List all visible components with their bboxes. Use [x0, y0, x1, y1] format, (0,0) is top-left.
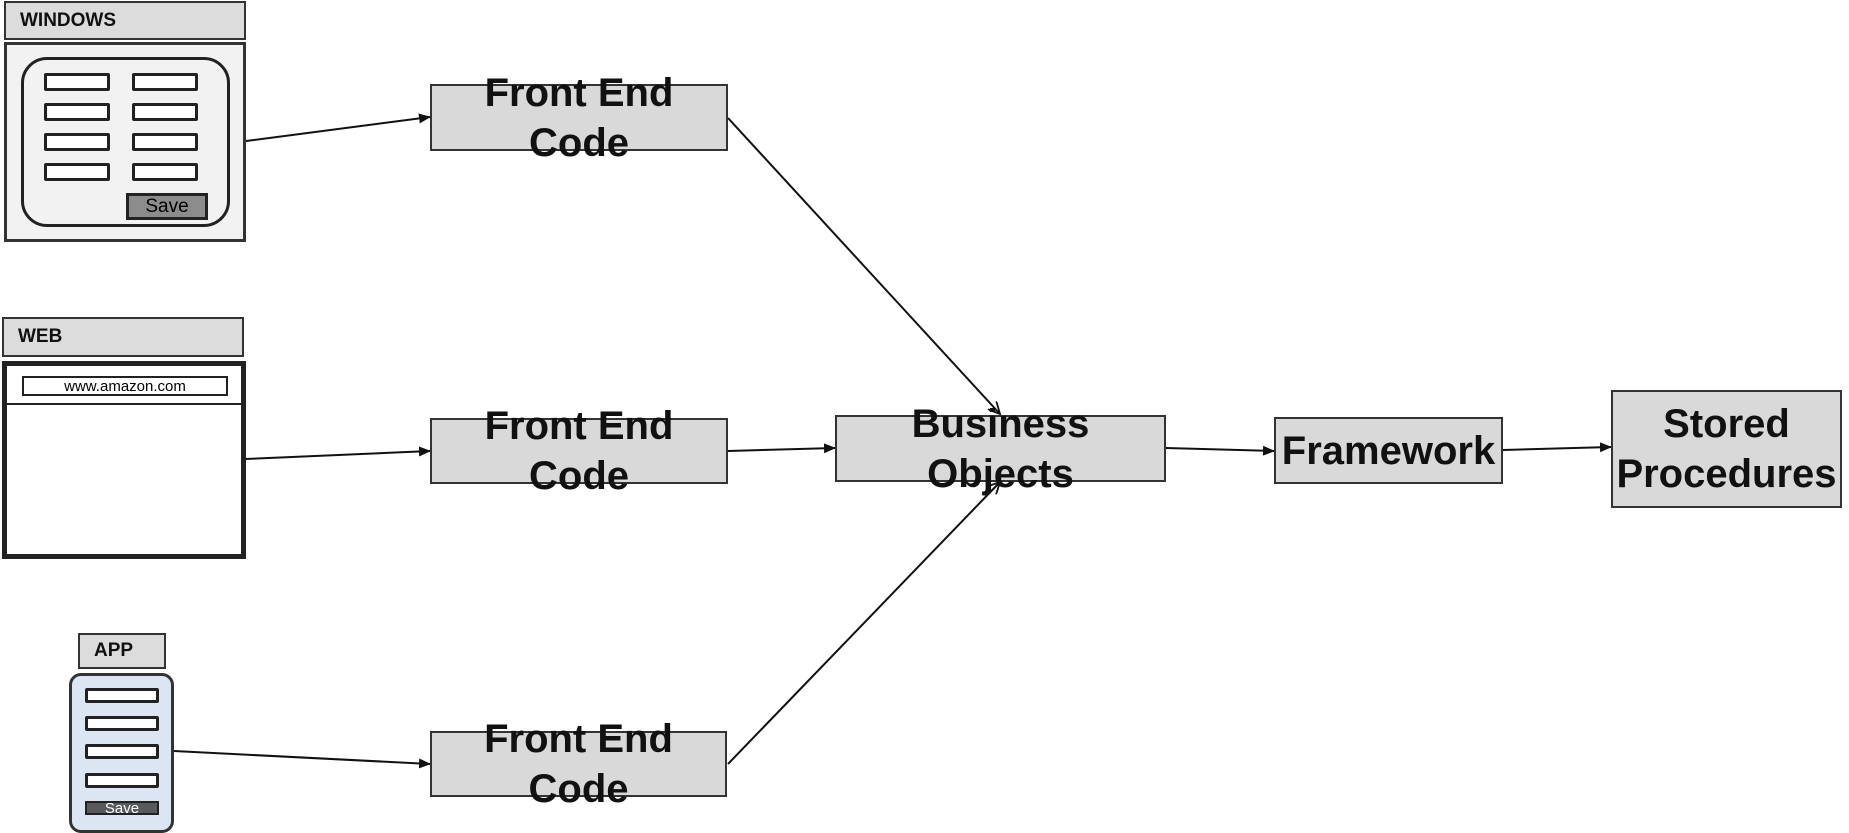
- app-form-field[interactable]: [85, 744, 159, 759]
- front-end-code-box-windows: Front End Code: [430, 71, 728, 165]
- arrow-business-to-framework: [1165, 445, 1275, 456]
- app-device-frame: Save: [69, 673, 174, 833]
- app-form-field[interactable]: [85, 773, 159, 788]
- windows-form-field[interactable]: [132, 133, 198, 151]
- windows-form-field[interactable]: [44, 133, 110, 151]
- windows-form-field[interactable]: [44, 163, 110, 181]
- windows-form-field[interactable]: [132, 163, 198, 181]
- windows-form-field[interactable]: [132, 103, 198, 121]
- app-save-button[interactable]: Save: [85, 800, 159, 817]
- front-end-code-box-app: Front End Code: [430, 717, 727, 811]
- stored-procedures-line-2: Procedures: [1616, 452, 1837, 496]
- web-browser-window: www.amazon.com: [2, 361, 246, 559]
- stored-procedures-line-1: Stored: [1663, 402, 1790, 446]
- windows-form-panel: Save: [21, 57, 230, 227]
- windows-form-field[interactable]: [132, 73, 198, 91]
- business-objects-box: Business Objects: [835, 402, 1166, 496]
- app-form-field[interactable]: [85, 688, 159, 703]
- app-label: APP: [78, 633, 166, 669]
- windows-form-field[interactable]: [44, 103, 110, 121]
- browser-toolbar-divider: [7, 403, 241, 405]
- stored-procedures-box: Stored Procedures: [1611, 390, 1842, 508]
- windows-save-button[interactable]: Save: [126, 193, 208, 220]
- arrow-frontend2-to-business: [727, 443, 836, 454]
- windows-form-field[interactable]: [44, 73, 110, 91]
- front-end-code-box-web: Front End Code: [430, 404, 728, 498]
- windows-client-window: Save: [4, 42, 246, 242]
- arrow-windows-to-frontend: [245, 113, 431, 142]
- arrow-frontend3-to-business: [727, 482, 1000, 765]
- windows-label: WINDOWS: [4, 1, 246, 40]
- url-bar[interactable]: www.amazon.com: [22, 376, 228, 396]
- arrow-app-to-frontend: [173, 750, 431, 769]
- framework-box: Framework: [1274, 417, 1503, 484]
- app-form-field[interactable]: [85, 716, 159, 731]
- arrow-framework-to-stored: [1502, 442, 1612, 453]
- arrow-web-to-frontend: [244, 446, 431, 460]
- arrow-frontend1-to-business: [727, 117, 1000, 414]
- web-label: WEB: [2, 317, 244, 357]
